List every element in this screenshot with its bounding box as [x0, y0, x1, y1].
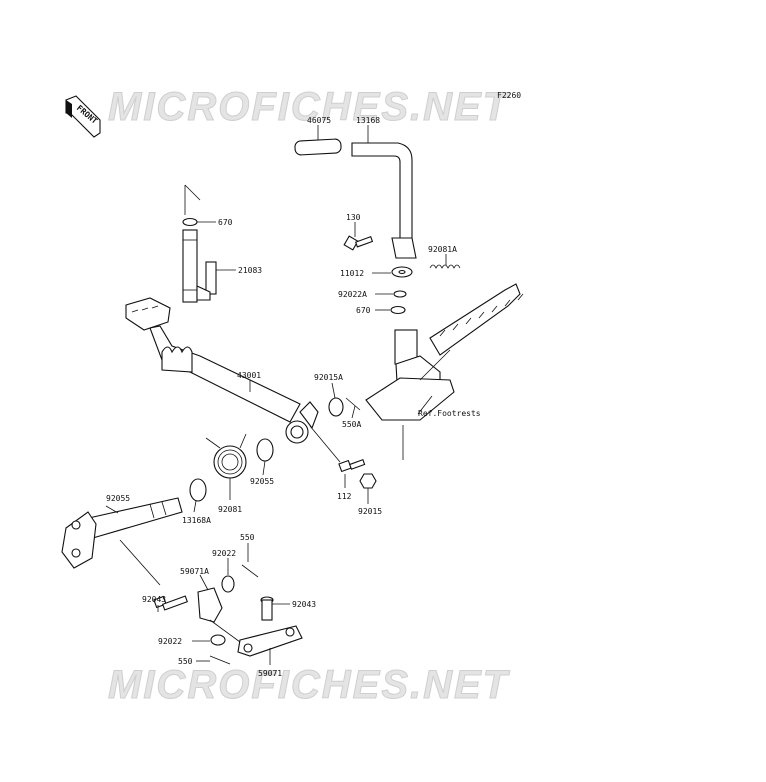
o-ring-92055-left — [189, 478, 207, 502]
callout-11012: 11012 — [340, 269, 364, 278]
o-ring-92055-right — [256, 438, 274, 462]
callout-21083: 21083 — [238, 266, 262, 275]
return-spring-92081 — [205, 433, 247, 479]
callout-92081a: 92081A — [428, 245, 457, 254]
callout-92015: 92015 — [358, 507, 382, 516]
callout-670-top: 670 — [218, 218, 233, 227]
watermark-bottom: MICROFICHES.NET — [108, 663, 511, 707]
spring-92081a — [429, 264, 461, 269]
cotter-pin-550 — [241, 564, 259, 578]
watermark-top: MICROFICHES.NET — [108, 85, 511, 129]
callout-59071a: 59071A — [180, 567, 209, 576]
lever-59071a — [197, 587, 223, 623]
washer-92022-upper — [221, 575, 235, 593]
o-ring-670-top — [182, 217, 198, 227]
grip-46075 — [294, 138, 342, 156]
bolt-130 — [343, 235, 374, 251]
callout-670-lower: 670 — [356, 306, 371, 315]
callout-130: 130 — [346, 213, 361, 222]
callout-550-lower: 550 — [178, 657, 193, 666]
footrest-assembly — [365, 283, 524, 460]
callout-59071: 59071 — [258, 669, 282, 678]
callout-92022a: 92022A — [338, 290, 367, 299]
front-arrow-icon: FRONT — [65, 95, 101, 138]
callout-550-upper: 550 — [240, 533, 255, 542]
figure-code: F2260 — [497, 91, 521, 100]
pin-92043-right — [260, 596, 274, 621]
collar-92015a — [328, 397, 344, 417]
nut-92015 — [359, 473, 377, 489]
callout-92022-upper: 92022 — [212, 549, 236, 558]
callout-92015a: 92015A — [314, 373, 343, 382]
callout-550a: 550A — [342, 420, 361, 429]
callout-92043-left: 92043 — [142, 595, 166, 604]
callout-13168: 13168 — [356, 116, 380, 125]
callout-92043-right: 92043 — [292, 600, 316, 609]
callout-92081: 92081 — [218, 505, 242, 514]
washer-92022-lower — [210, 634, 226, 646]
ref-footrests-note: Ref.Footrests — [418, 409, 481, 418]
callout-46075: 46075 — [307, 116, 331, 125]
pin-92043-left — [153, 595, 189, 611]
brake-pedal-43001 — [125, 297, 319, 444]
callout-92022-lower: 92022 — [158, 637, 182, 646]
cotter-pin-550a — [345, 397, 361, 411]
callout-92055-left: 13168A — [182, 516, 211, 525]
callout-43001: 43001 — [237, 371, 261, 380]
link-59071 — [209, 619, 303, 657]
cotter-pin-550-lower — [209, 655, 231, 665]
callout-92055-right: 92055 — [250, 477, 274, 486]
shaft-21083 — [182, 229, 217, 303]
o-ring-670-lower — [390, 305, 406, 315]
washer-92022a — [393, 290, 407, 298]
handle-13168 — [351, 142, 413, 253]
bolt-112 — [309, 425, 366, 473]
callout-112: 112 — [337, 492, 352, 501]
brake-shaft-13168a — [61, 497, 183, 569]
callout-13168a: 92055 — [106, 494, 130, 503]
